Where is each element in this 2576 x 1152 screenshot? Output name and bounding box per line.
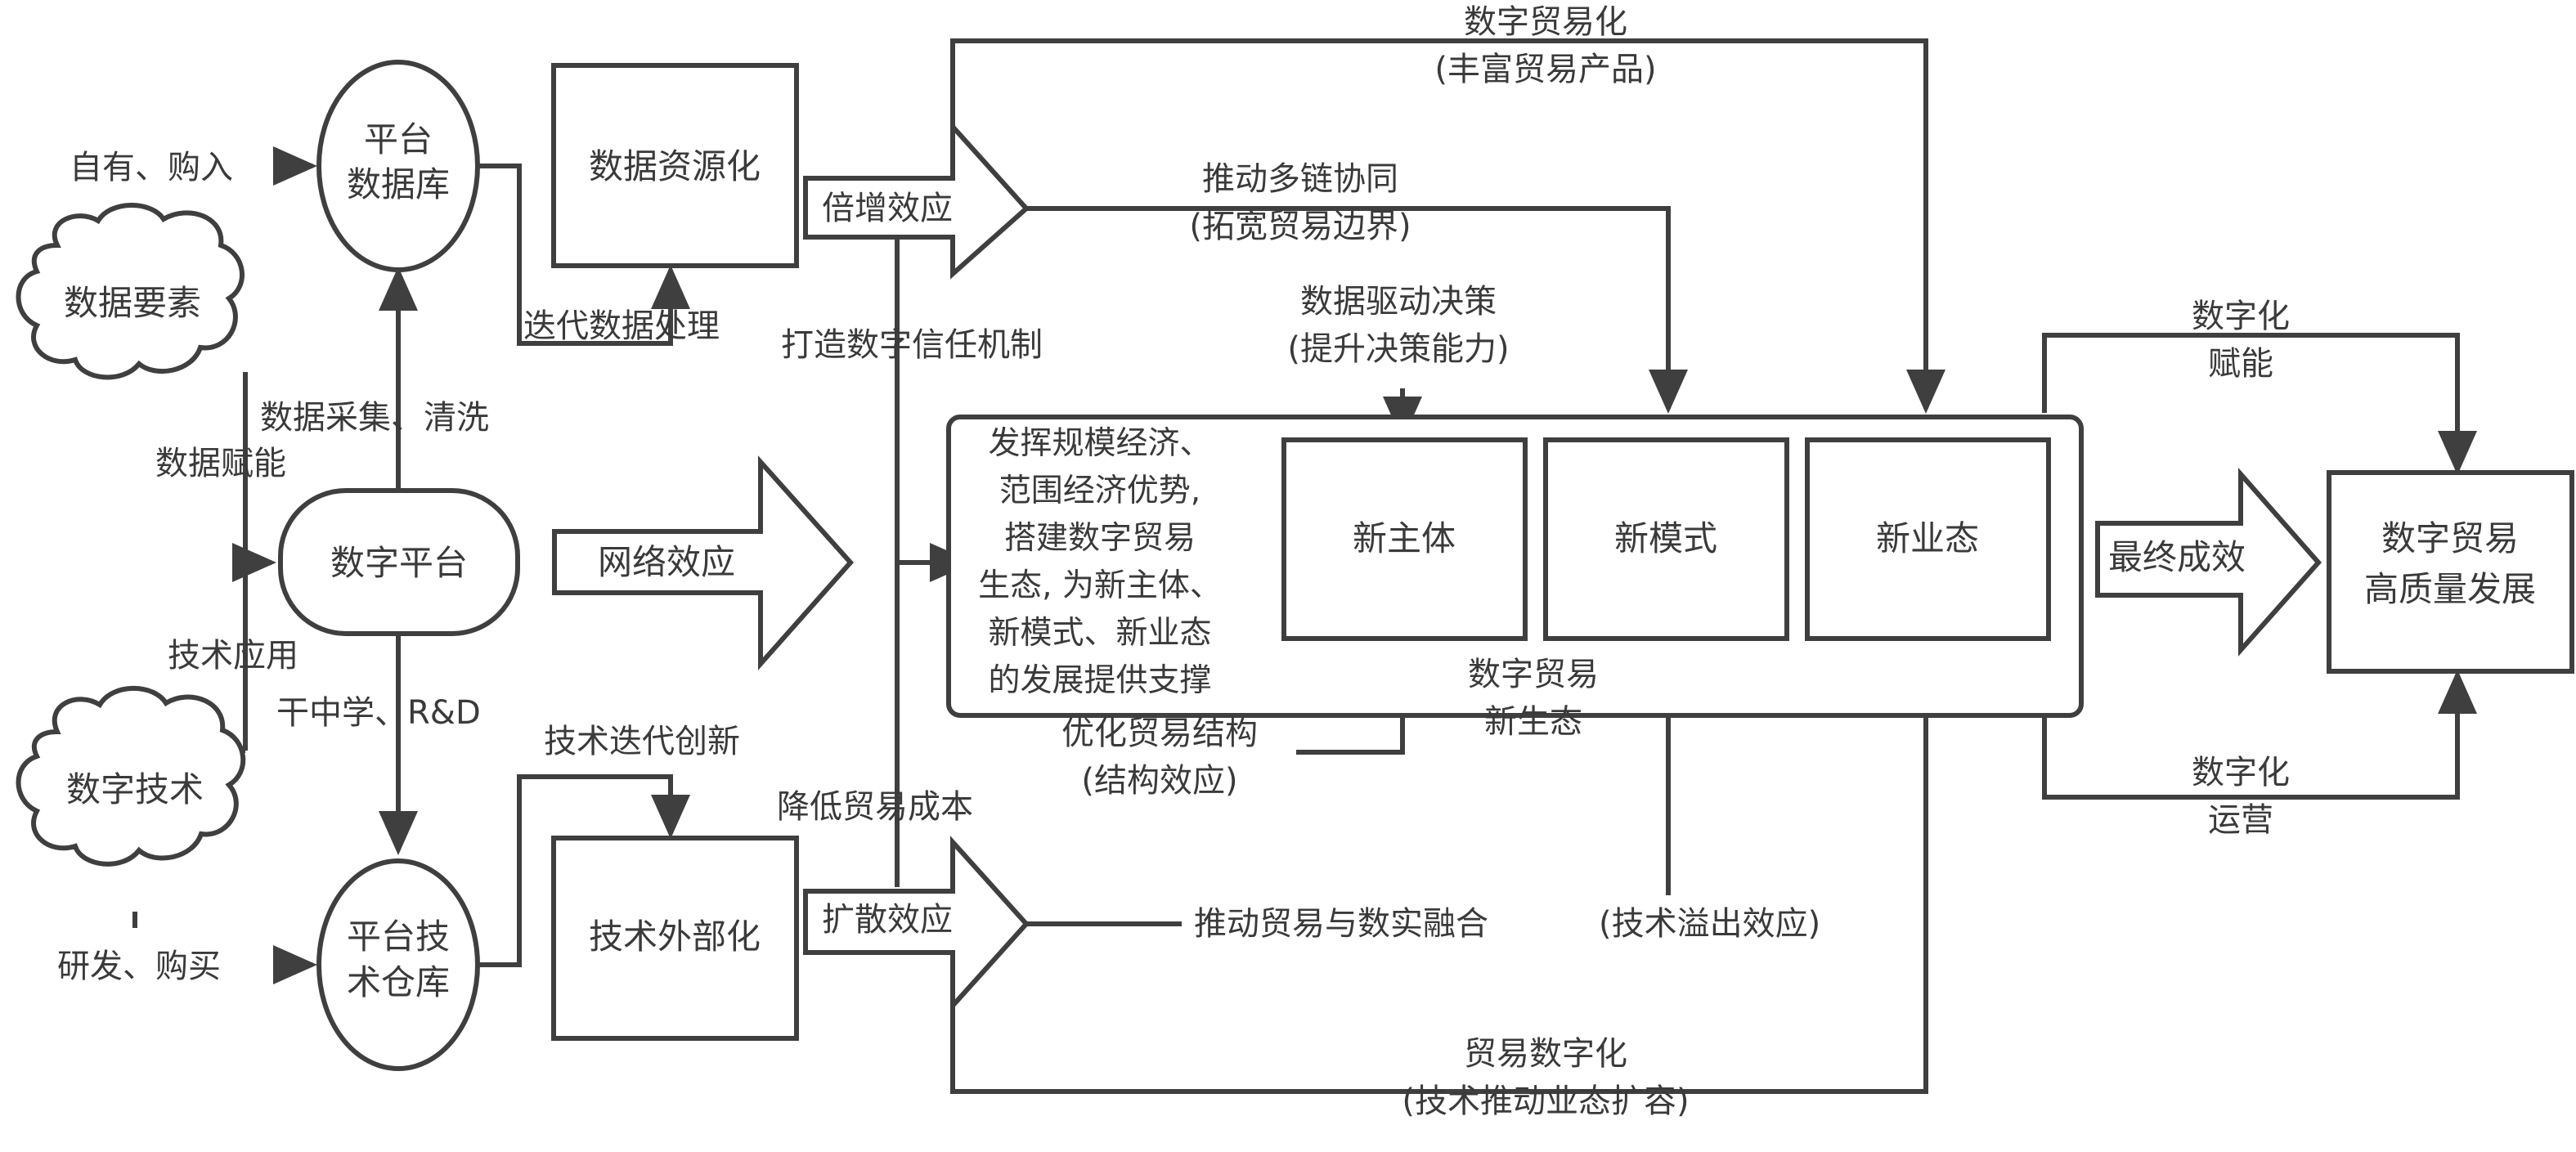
data-elements-label: 数据要素 — [64, 283, 201, 323]
platform-tech-repo-line1: 平台技 — [347, 917, 450, 957]
tech-iterate-label: 技术迭代创新 — [544, 723, 740, 760]
platform-tech-repo-line2: 术仓库 — [347, 962, 450, 1002]
tech-iterate-arrow — [476, 774, 690, 967]
eco-text-line4: 生态, 为新主体、 — [978, 567, 1222, 604]
tech-external-node: 技术外部化 — [551, 836, 799, 1041]
new-format-label: 新业态 — [1876, 518, 1979, 558]
final-line2: 高质量发展 — [2364, 569, 2536, 609]
trust-label: 打造数字信任机制 — [781, 326, 1043, 364]
platform-database-line1: 平台 — [364, 119, 433, 159]
network-arrow: 网络效应 — [552, 455, 855, 670]
ecosystem-line1: 数字贸易 — [1468, 656, 1599, 693]
digital-ops-arrow — [2042, 670, 2477, 800]
multi-chain-arrow — [1026, 206, 1688, 414]
multiplier-arrow: 倍增效应 — [803, 120, 1030, 280]
eco-text-line5: 新模式、新业态 — [988, 615, 1211, 652]
digital-enable-arrow — [2042, 333, 2477, 475]
ecosystem-line2: 新生态 — [1484, 703, 1582, 741]
structure-line1: 优化贸易结构 — [1061, 715, 1258, 752]
fusion-label: 推动贸易与数实融合 — [1194, 905, 1488, 943]
final-result-label: 最终成效 — [2108, 537, 2246, 577]
multi-chain-line2: (拓宽贸易边界) — [1189, 208, 1411, 245]
digital-trade-line1: 贸易数字化 — [1464, 1035, 1627, 1073]
new-mode-node: 新模式 — [1543, 437, 1789, 641]
diffusion-label: 扩散效应 — [822, 901, 953, 939]
final-node: 数字贸易 高质量发展 — [2327, 470, 2574, 674]
data-resource-label: 数据资源化 — [589, 146, 761, 186]
trade-digitalization-line2: (丰富贸易产品) — [1434, 51, 1656, 88]
diffusion-arrow: 扩散效应 — [803, 836, 1030, 1012]
trade-digitalization-line1: 数字贸易化 — [1464, 3, 1627, 41]
digital-tech-label: 数字技术 — [66, 769, 204, 809]
eco-text-line6: 的发展提供支撑 — [988, 662, 1211, 699]
multiplier-label: 倍增效应 — [822, 190, 953, 227]
digital-enable-line2: 赋能 — [2208, 345, 2273, 383]
digital-platform-node: 数字平台 — [278, 488, 520, 636]
tech-external-label: 技术外部化 — [589, 917, 761, 957]
digital-enable-line1: 数字化 — [2192, 298, 2290, 335]
cost-label: 降低贸易成本 — [777, 788, 973, 826]
structure-line2: (结构效应) — [1081, 762, 1237, 800]
ecosystem-container: 发挥规模经济、 范围经济优势, 搭建数字贸易 生态, 为新主体、 新模式、新业态… — [946, 415, 2084, 718]
data-enable-label: 数据赋能 — [155, 445, 286, 482]
ecosystem-description: 发挥规模经济、 范围经济优势, 搭建数字贸易 生态, 为新主体、 新模式、新业态… — [978, 425, 1222, 699]
data-resource-node: 数据资源化 — [551, 63, 799, 268]
platform-database-node: 平台 数据库 — [316, 60, 480, 272]
new-subject-label: 新主体 — [1353, 518, 1456, 558]
data-decision-line1: 数据驱动决策 — [1300, 283, 1497, 320]
digital-trade-line2: (技术推动业态扩容) — [1402, 1083, 1689, 1120]
spillover-label: (技术溢出效应) — [1599, 905, 1820, 943]
trade-digitalization-arrow — [950, 38, 1945, 414]
digital-ops-line1: 数字化 — [2192, 754, 2290, 791]
platform-tech-repo-node: 平台技 术仓库 — [316, 858, 480, 1071]
digital-platform-label: 数字平台 — [330, 543, 468, 583]
eco-text-line1: 发挥规模经济、 — [988, 425, 1211, 462]
edge-labels: 自有、购入 研发、购买 数据采集、清洗 数据赋能 技术应用 干中学、R&D 迭代… — [57, 3, 2290, 1120]
collect-clean-label: 数据采集、清洗 — [260, 399, 489, 437]
eco-text-line2: 范围经济优势, — [999, 473, 1200, 509]
data-decision-line2: (提升决策能力) — [1287, 330, 1509, 368]
platform-database-line2: 数据库 — [347, 164, 450, 204]
data-elements-cloud: 数据要素 — [16, 203, 245, 380]
new-subject-node: 新主体 — [1281, 437, 1528, 641]
multi-chain-line1: 推动多链协同 — [1202, 160, 1398, 198]
rd-buy-label: 研发、购买 — [57, 948, 221, 985]
eco-text-line3: 搭建数字贸易 — [1004, 520, 1196, 557]
new-format-node: 新业态 — [1805, 437, 2051, 641]
final-line1: 数字贸易 — [2381, 518, 2519, 558]
own-buy-label: 自有、购入 — [70, 149, 233, 186]
digital-ops-line2: 运营 — [2208, 801, 2273, 839]
tech-apply-label: 技术应用 — [168, 637, 298, 675]
digital-tech-cloud: 数字技术 — [16, 685, 246, 867]
new-mode-label: 新模式 — [1614, 518, 1717, 558]
iterate-data-arrow — [476, 164, 690, 346]
connectors — [132, 38, 2477, 1094]
iterate-data-label: 迭代数据处理 — [523, 307, 720, 345]
digital-trade-arrow — [950, 641, 1945, 1094]
final-result-arrow: 最终成效 — [2095, 468, 2322, 657]
learn-rd-label: 干中学、R&D — [276, 694, 481, 732]
network-label: 网络效应 — [598, 542, 735, 582]
